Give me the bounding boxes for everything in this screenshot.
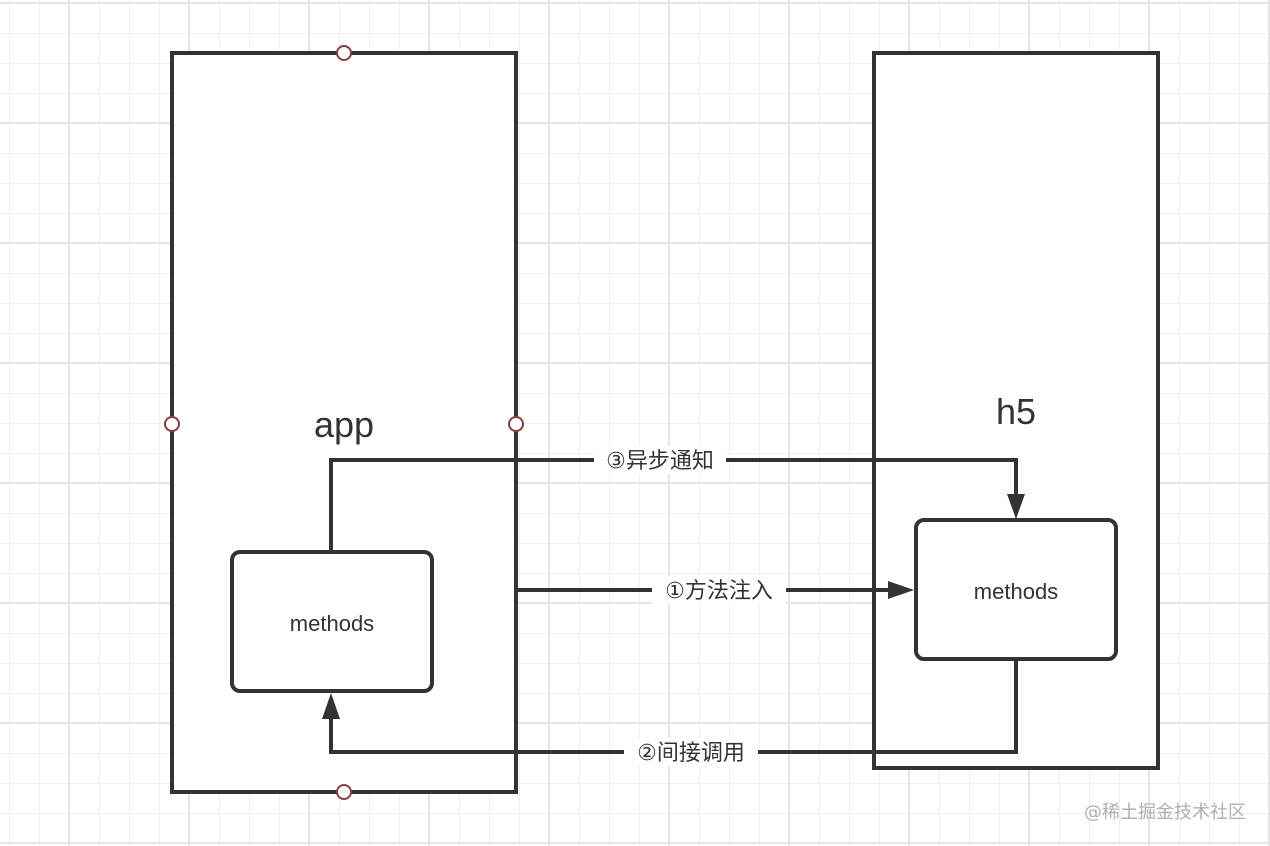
arrowhead-icon xyxy=(888,581,914,599)
arrowhead-icon xyxy=(1007,494,1025,519)
resize-handle-bottom[interactable] xyxy=(336,784,352,800)
app-methods-node[interactable]: methods xyxy=(230,550,434,693)
h5-methods-node[interactable]: methods xyxy=(914,518,1118,661)
edge-label-bg xyxy=(624,738,758,766)
watermark: @稀土掘金技术社区 xyxy=(1084,802,1246,823)
app-methods-box[interactable] xyxy=(230,550,434,693)
app-label: app xyxy=(314,404,374,445)
h5-methods-label: methods xyxy=(974,579,1058,604)
edge-inject[interactable]: ①方法注入 xyxy=(516,576,914,604)
arrowhead-icon xyxy=(322,693,340,719)
resize-handle-top[interactable] xyxy=(336,45,352,61)
edge-async-notify[interactable]: ③异步通知 xyxy=(329,446,1025,551)
resize-handle-right[interactable] xyxy=(508,416,524,432)
h5-label: h5 xyxy=(996,391,1036,432)
edge-async-notify-label: ③异步通知 xyxy=(606,449,714,474)
resize-handle-left[interactable] xyxy=(164,416,180,432)
edge-inject-label: ①方法注入 xyxy=(665,579,773,604)
edge-label-bg xyxy=(652,576,786,604)
h5-methods-box[interactable] xyxy=(914,518,1118,661)
edge-indirect-call-label: ②间接调用 xyxy=(637,741,745,766)
edge-indirect-call[interactable]: ②间接调用 xyxy=(322,660,1018,766)
app-methods-label: methods xyxy=(290,611,374,636)
edge-label-bg xyxy=(594,446,726,474)
selection-handles[interactable] xyxy=(164,45,524,800)
